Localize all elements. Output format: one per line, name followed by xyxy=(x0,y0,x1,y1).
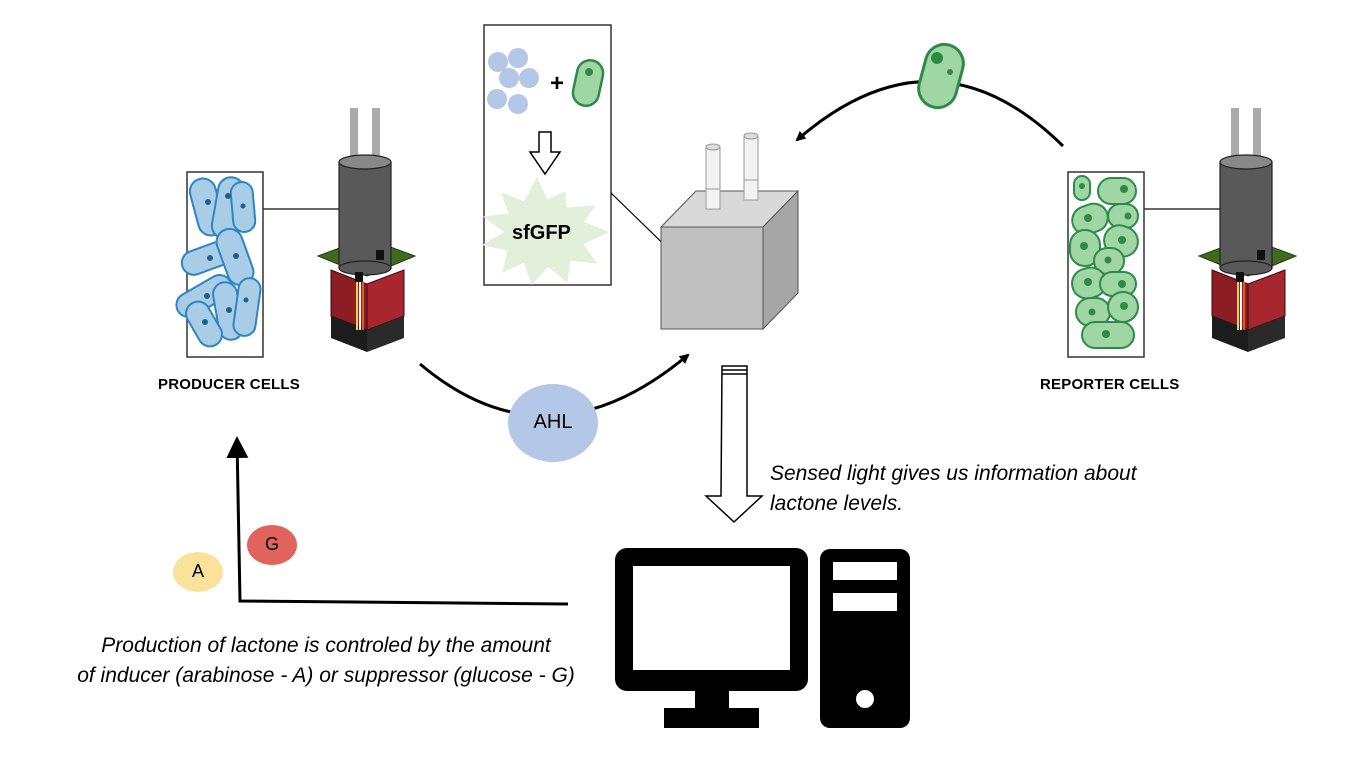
sfgfp-label: sfGFP xyxy=(512,222,571,244)
lactone-production-caption-line2: of inducer (arabinose - A) or suppressor… xyxy=(77,664,575,687)
reporter-cells-label: REPORTER CELLS xyxy=(1040,376,1180,393)
sensed-light-caption-line2: lactone levels. xyxy=(770,492,904,515)
sensed-light-caption-line1: Sensed light gives us information about xyxy=(770,462,1137,485)
producer-cell-nucleoids xyxy=(202,193,249,325)
computer-tower-icon xyxy=(820,549,910,728)
producer-cell-cluster xyxy=(175,176,262,348)
arabinose-label: A xyxy=(191,561,204,581)
sensed-light-caption: Sensed light gives us information about … xyxy=(770,459,1137,519)
producer-syringe-pump-icon xyxy=(316,108,417,352)
cube-reactor-icon xyxy=(659,132,800,331)
reporter-bacterium-large-icon xyxy=(917,42,965,110)
reporter-syringe-pump-icon xyxy=(1197,108,1298,352)
computer-to-producer-feedback-arrow xyxy=(226,436,569,606)
reporter-bacterium-small-icon xyxy=(571,58,605,108)
ahl-label: AHL xyxy=(533,411,573,433)
reporter-cell-nucleoids xyxy=(1079,183,1132,338)
cube-to-computer-arrow xyxy=(704,365,764,524)
producer-cells-box xyxy=(175,171,264,358)
lactone-production-caption-line1: Production of lactone is controled by th… xyxy=(101,634,551,657)
ahl-molecules-icon xyxy=(487,48,539,114)
lactone-production-caption: Production of lactone is controled by th… xyxy=(40,631,612,691)
sfgfp-burst-icon xyxy=(481,176,610,285)
glucose-bubble xyxy=(247,525,297,565)
arabinose-bubble xyxy=(173,552,223,592)
sfgfp-reaction-panel xyxy=(481,24,612,286)
computer-monitor-icon xyxy=(615,548,808,728)
down-arrow-outline-icon xyxy=(528,131,562,176)
glucose-label: G xyxy=(264,534,279,554)
producer-cells-label: PRODUCER CELLS xyxy=(158,376,300,393)
reporter-cells-box xyxy=(1067,171,1145,358)
plus-sign: + xyxy=(550,70,565,97)
ahl-bubble xyxy=(508,384,598,462)
